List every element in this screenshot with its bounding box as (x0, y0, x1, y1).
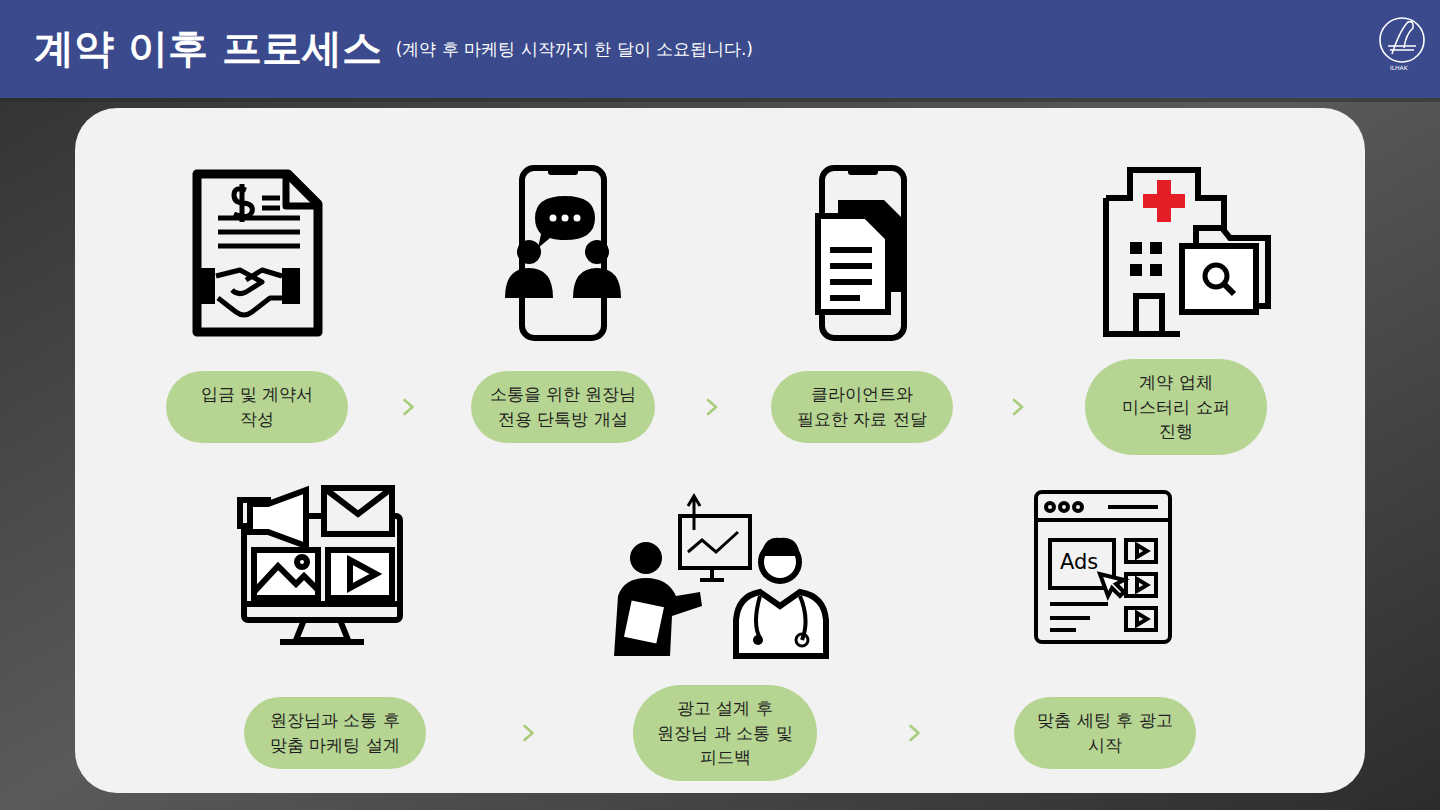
step-chevron (426, 732, 633, 734)
step-chevron (817, 732, 1014, 734)
subtitle-note: (계약 후 마케팅 시작까지 한 달이 소요됩니다.) (396, 38, 753, 61)
step-label: 클라이언트와 필요한 자료 전달 (789, 382, 935, 431)
step-label: 맞춤 세팅 후 광고 시작 (1032, 708, 1178, 757)
step-label: 소통을 위한 원장님 전용 단톡방 개설 (489, 382, 637, 431)
panel (75, 108, 1365, 793)
header-bar (0, 0, 1440, 98)
step-chevron (348, 406, 471, 408)
step-label: 입금 및 계약서 작성 (184, 382, 330, 431)
ads-browser-icon (1036, 492, 1170, 642)
step-label: 원장님과 소통 후 맞춤 마케팅 설계 (262, 708, 408, 757)
ads-text: Ads (1060, 550, 1098, 574)
process-pill: 광고 설계 후 원장님 과 소통 및 피드백 (633, 685, 817, 781)
process-pill: 계약 업체 미스터리 쇼퍼 진행 (1085, 359, 1267, 455)
step-chevron (655, 406, 771, 408)
chat-phone-icon (505, 168, 621, 338)
step-label: 광고 설계 후 원장님 과 소통 및 피드백 (651, 696, 799, 770)
process-pill: 입금 및 계약서 작성 (166, 371, 348, 443)
page-title: 계약 이후 프로세스 (34, 22, 382, 74)
process-pill: 소통을 위한 원장님 전용 단톡방 개설 (471, 371, 655, 443)
header-shadow (0, 98, 1440, 102)
documents-phone-icon (818, 168, 906, 338)
process-pill: 클라이언트와 필요한 자료 전달 (771, 371, 953, 443)
logo-text: ILHAK (1390, 64, 1408, 71)
process-pill: 맞춤 세팅 후 광고 시작 (1014, 697, 1196, 769)
process-pill: 원장님과 소통 후 맞춤 마케팅 설계 (244, 697, 426, 769)
logo (1380, 18, 1424, 62)
marketing-monitor-icon (240, 488, 400, 642)
consultation-icon (614, 496, 826, 656)
contract-icon (197, 174, 318, 332)
step-chevron (953, 406, 1085, 408)
step-label: 계약 업체 미스터리 쇼퍼 진행 (1103, 370, 1249, 444)
hospital-icon (1106, 170, 1268, 334)
